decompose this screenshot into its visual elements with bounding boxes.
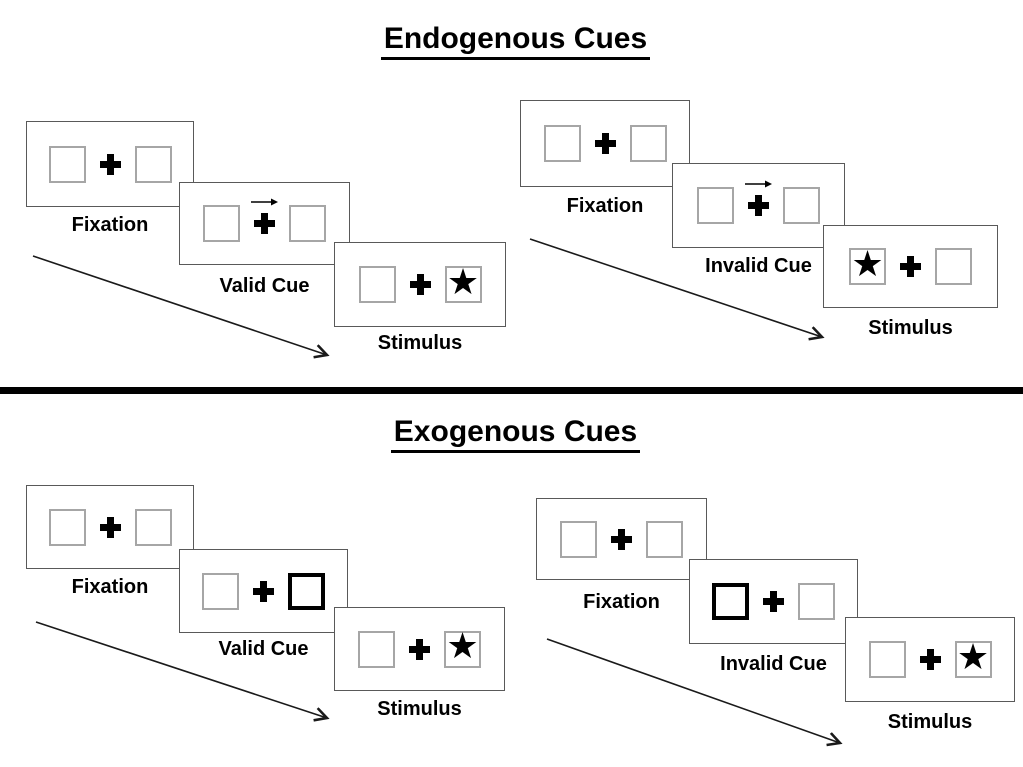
fixation-cross-icon [253, 580, 274, 602]
fixation-cross-icon [611, 528, 632, 550]
fixation-cross-icon [745, 180, 772, 216]
fixation-cross-icon [919, 649, 941, 670]
invalid-cue-panel [689, 559, 858, 644]
star-icon: ★ [446, 261, 480, 303]
timeline-arrow-exogenous-valid [35, 621, 341, 728]
right-box: ★ [444, 261, 482, 303]
panel-label: Valid Cue [218, 638, 309, 660]
panel-label: Stimulus [887, 711, 973, 733]
right-box: ★ [444, 626, 481, 668]
panel-label: Invalid Cue [720, 653, 827, 675]
panel-label: Fixation [71, 214, 149, 236]
panel-label: Fixation [583, 591, 660, 613]
valid-cue-panel [179, 182, 350, 265]
left-box [712, 583, 749, 620]
left-box [48, 508, 86, 546]
left-box: ★ [849, 243, 886, 285]
panel-label: Fixation [566, 195, 644, 217]
right-box [289, 205, 326, 242]
left-box [202, 572, 239, 610]
left-box [203, 205, 240, 242]
stimulus-panel: ★ [845, 617, 1015, 702]
panel-label: Invalid Cue [705, 255, 812, 277]
right-box [783, 187, 820, 224]
left-box [48, 145, 86, 183]
fixation-cross-icon [763, 591, 784, 612]
star-icon: ★ [446, 626, 479, 667]
left-box [868, 641, 906, 678]
timeline-arrow-endogenous-valid [32, 255, 342, 366]
stimulus-panel: ★ [334, 242, 506, 327]
fixation-cross-icon [251, 198, 278, 234]
stimulus-panel: ★ [334, 607, 505, 691]
exogenous-section-title: Exogenous Cues [8, 415, 1023, 453]
right-box: ★ [954, 636, 992, 678]
right-box [134, 145, 172, 183]
fixation-cross-icon [409, 638, 430, 660]
panel-label: Valid Cue [219, 275, 310, 297]
left-box [358, 630, 395, 668]
fixation-panel [536, 498, 707, 580]
left-box [358, 266, 396, 303]
section-divider [0, 387, 1023, 394]
arrow-cue-icon [745, 180, 772, 188]
panel-label: Stimulus [377, 698, 462, 720]
fixation-cross-icon [409, 274, 431, 295]
star-icon: ★ [956, 636, 990, 678]
valid-cue-panel [179, 549, 348, 633]
fixation-cross-icon [900, 256, 921, 277]
fixation-panel [26, 485, 194, 569]
endogenous-section-title: Endogenous Cues [8, 22, 1023, 60]
star-icon: ★ [851, 243, 884, 285]
timeline-arrow-endogenous-invalid [529, 238, 835, 347]
fixation-panel [520, 100, 690, 187]
right-box [935, 248, 972, 285]
left-box [560, 520, 597, 558]
fixation-panel [26, 121, 194, 207]
right-box [629, 125, 667, 162]
fixation-cross-icon [99, 516, 121, 538]
right-box [288, 572, 325, 610]
left-box [543, 125, 581, 162]
timeline-arrow-exogenous-invalid [546, 638, 854, 753]
left-box [697, 187, 734, 224]
right-box [134, 508, 172, 546]
panel-label: Stimulus [377, 332, 463, 354]
panel-label: Fixation [71, 576, 149, 598]
fixation-cross-icon [594, 133, 616, 154]
panel-label: Stimulus [868, 317, 953, 339]
arrow-cue-icon [251, 198, 278, 206]
stimulus-panel: ★ [823, 225, 998, 308]
right-box [798, 583, 835, 620]
right-box [646, 520, 683, 558]
invalid-cue-panel [672, 163, 845, 248]
fixation-cross-icon [99, 153, 121, 175]
